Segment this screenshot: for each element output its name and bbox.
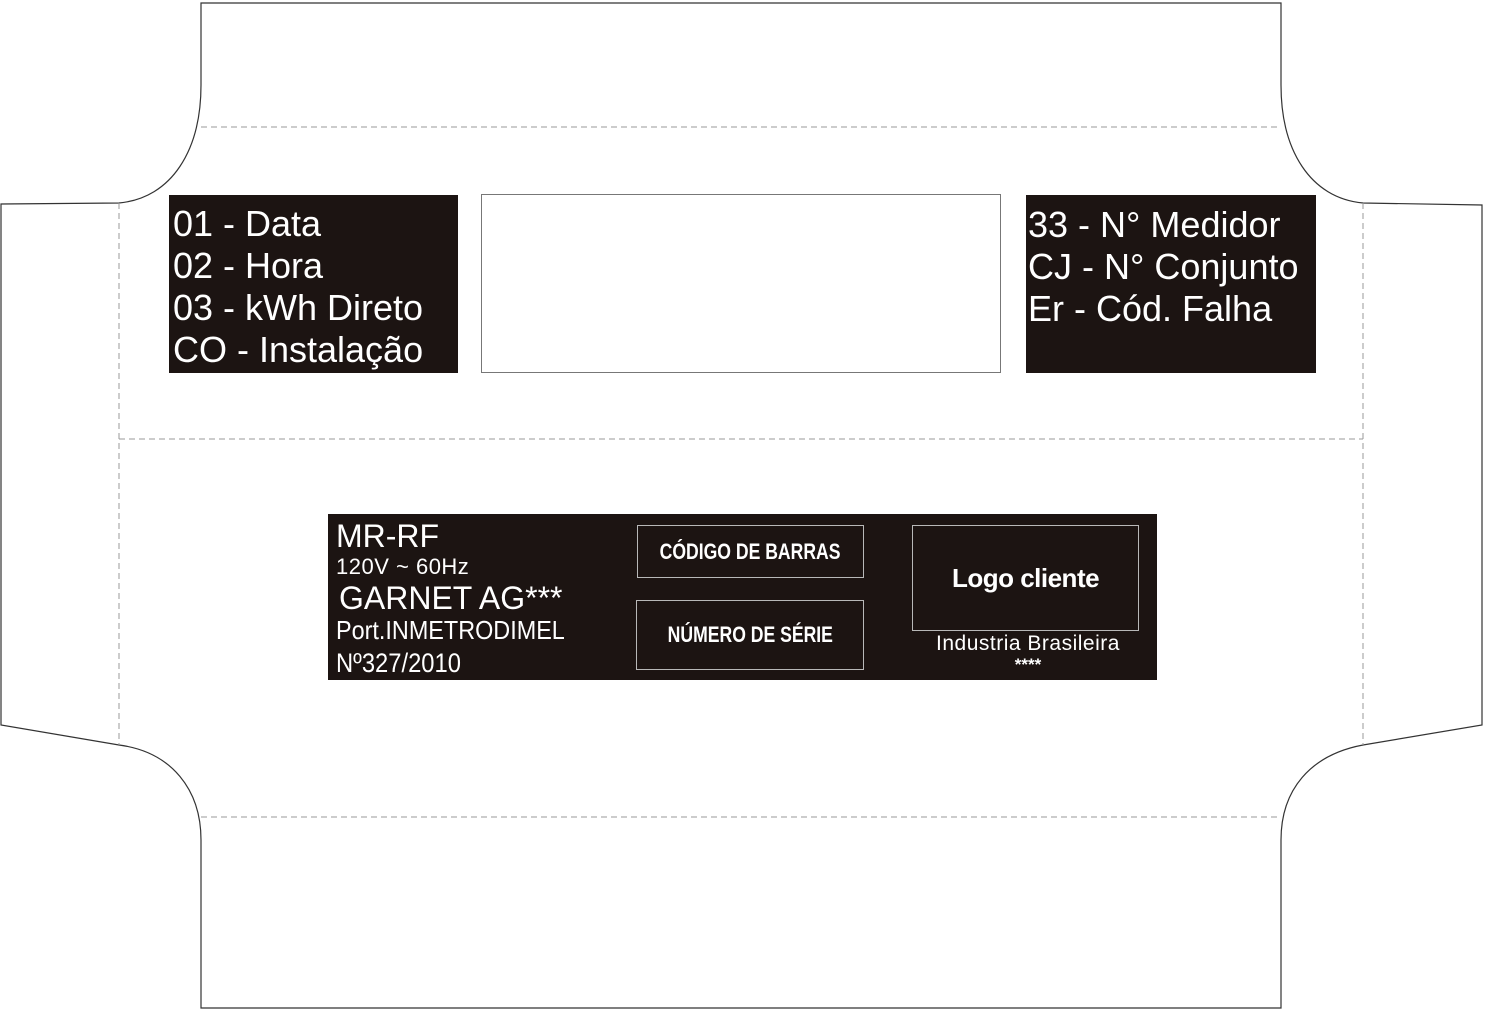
code-line: CO - Instalação: [173, 329, 424, 370]
code-line: 02 - Hora: [173, 245, 324, 286]
code-line: 33 - N° Medidor: [1028, 204, 1281, 245]
display-codes-panel-right: 33 - N° Medidor CJ - N° Conjunto Er - Có…: [1026, 195, 1316, 373]
portaria-number: Nº327/2010: [336, 648, 461, 678]
origin-text: Industria Brasileira: [936, 632, 1120, 655]
stars-text: ****: [1014, 655, 1042, 674]
serial-number-label: NÚMERO DE SÉRIE: [667, 622, 833, 647]
display-window: [481, 194, 1001, 373]
code-line: CJ - N° Conjunto: [1028, 246, 1299, 287]
code-line: Er - Cód. Falha: [1028, 288, 1273, 329]
barcode-label: CÓDIGO DE BARRAS: [660, 538, 841, 564]
fold-lines: [118, 126, 1364, 818]
nameplate: MR-RF 120V ~ 60Hz GARNET AG*** Port.INME…: [328, 514, 1157, 680]
display-codes-panel-left: 01 - Data 02 - Hora 03 - kWh Direto CO -…: [169, 195, 458, 373]
portaria-text: Port.INMETRODIMEL: [336, 615, 565, 645]
serial-number-box: NÚMERO DE SÉRIE: [636, 600, 864, 670]
barcode-box: CÓDIGO DE BARRAS: [637, 525, 864, 578]
code-line: 03 - kWh Direto: [173, 287, 424, 328]
client-logo-label: Logo cliente: [951, 562, 1100, 593]
voltage-rating: 120V ~ 60Hz: [336, 554, 470, 579]
code-line: 01 - Data: [173, 203, 322, 244]
manufacturer-name: GARNET AG***: [339, 580, 563, 616]
model-name: MR-RF: [336, 518, 440, 554]
client-logo-box: Logo cliente: [912, 525, 1139, 631]
